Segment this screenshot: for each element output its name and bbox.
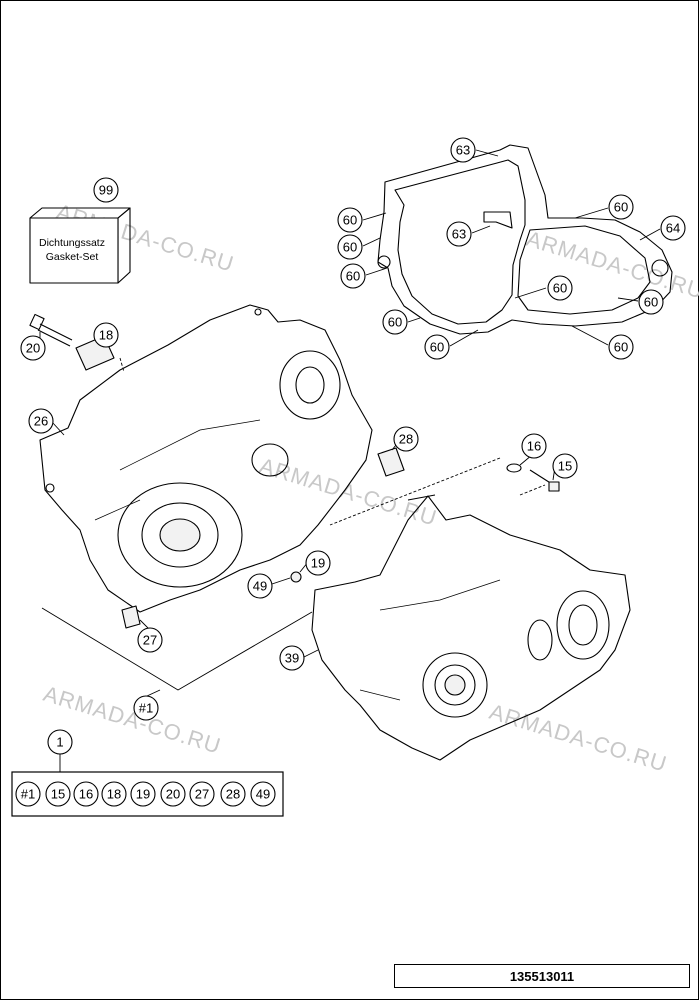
callout-60-middle[interactable]: 60 (547, 275, 573, 301)
left-crankcase-half (39, 304, 373, 613)
kit-item[interactable]: 28 (220, 781, 246, 807)
svg-text:20: 20 (166, 787, 180, 802)
callout-39[interactable]: 39 (279, 645, 305, 671)
callout-19[interactable]: 19 (305, 550, 331, 576)
svg-text:60: 60 (430, 340, 444, 355)
svg-text:27: 27 (143, 633, 157, 648)
callout-15[interactable]: 15 (552, 453, 578, 479)
watermarks: ARMADA-CO.RU ARMADA-CO.RU ARMADA-CO.RU A… (41, 199, 699, 777)
gasket-kit-label-en: Gasket-Set (45, 251, 99, 263)
svg-text:15: 15 (51, 787, 65, 802)
svg-text:#1: #1 (139, 701, 153, 716)
svg-text:49: 49 (253, 579, 267, 594)
callout-99[interactable]: 99 (93, 177, 119, 203)
crankcase-gasket (377, 144, 673, 335)
svg-text:39: 39 (285, 651, 299, 666)
svg-text:60: 60 (346, 269, 360, 284)
svg-text:19: 19 (311, 556, 325, 571)
right-crankcase-half (311, 495, 631, 761)
svg-text:60: 60 (343, 240, 357, 255)
callout-60-top-right[interactable]: 60 (608, 194, 634, 220)
svg-text:60: 60 (343, 213, 357, 228)
callout-20[interactable]: 20 (20, 335, 46, 361)
kit-item[interactable]: 15 (45, 781, 71, 807)
callout-16[interactable]: 16 (521, 433, 547, 459)
callout-49[interactable]: 49 (247, 573, 273, 599)
gasket-kit-label: Dichtungssatz Gasket-Set (32, 236, 112, 264)
svg-text:49: 49 (256, 787, 270, 802)
svg-text:18: 18 (107, 787, 121, 802)
callout-64[interactable]: 64 (660, 215, 686, 241)
callout-60-right[interactable]: 60 (638, 289, 664, 315)
callout-26[interactable]: 26 (28, 408, 54, 434)
svg-text:60: 60 (614, 340, 628, 355)
svg-text:28: 28 (399, 432, 413, 447)
svg-text:1: 1 (56, 735, 63, 750)
callout-1[interactable]: 1 (47, 729, 73, 755)
svg-text:99: 99 (99, 183, 113, 198)
callout-27[interactable]: 27 (137, 627, 163, 653)
callout-60-bottom-1[interactable]: 60 (382, 309, 408, 335)
kit-item[interactable]: 20 (160, 781, 186, 807)
svg-text:64: 64 (666, 221, 680, 236)
watermark-3: ARMADA-CO.RU (257, 453, 441, 531)
kit-item[interactable]: 27 (189, 781, 215, 807)
dowel-sleeve (121, 605, 141, 629)
svg-text:16: 16 (79, 787, 93, 802)
svg-text:60: 60 (388, 315, 402, 330)
callout-assembly-1[interactable]: #1 (133, 695, 159, 721)
gasket-kit-label-de: Dichtungssatz (39, 237, 105, 249)
svg-text:19: 19 (136, 787, 150, 802)
gasket-kit-box (29, 207, 131, 284)
kit-item[interactable]: 19 (130, 781, 156, 807)
callout-60-bottom-2[interactable]: 60 (424, 334, 450, 360)
svg-text:28: 28 (226, 787, 240, 802)
kit-item[interactable]: 49 (250, 781, 276, 807)
callout-60-left-1[interactable]: 60 (337, 207, 363, 233)
kit-contents-frame (11, 771, 284, 817)
svg-text:63: 63 (456, 143, 470, 158)
watermark-5: ARMADA-CO.RU (487, 699, 671, 777)
callout-28[interactable]: 28 (393, 426, 419, 452)
kit-item[interactable]: 18 (101, 781, 127, 807)
callout-18[interactable]: 18 (93, 322, 119, 348)
leader-lines (39, 149, 661, 772)
svg-text:15: 15 (558, 459, 572, 474)
document-number: 135513011 (394, 964, 690, 988)
svg-text:60: 60 (614, 200, 628, 215)
svg-text:18: 18 (99, 328, 113, 343)
svg-text:16: 16 (527, 439, 541, 454)
svg-text:27: 27 (195, 787, 209, 802)
svg-text:60: 60 (644, 295, 658, 310)
bushing (377, 447, 405, 477)
svg-text:26: 26 (34, 414, 48, 429)
plug-screw (290, 571, 302, 583)
svg-text:63: 63 (452, 227, 466, 242)
callout-60-bottom-right[interactable]: 60 (608, 334, 634, 360)
svg-text:#1: #1 (21, 787, 35, 802)
svg-text:20: 20 (26, 341, 40, 356)
kit-item[interactable]: #1 (15, 781, 41, 807)
callout-63-inner[interactable]: 63 (446, 221, 472, 247)
callout-63-top[interactable]: 63 (450, 137, 476, 163)
kit-item[interactable]: 16 (73, 781, 99, 807)
svg-text:60: 60 (553, 281, 567, 296)
screw-and-washer (506, 463, 560, 492)
callout-60-left-3[interactable]: 60 (340, 263, 366, 289)
callout-60-left-2[interactable]: 60 (337, 234, 363, 260)
